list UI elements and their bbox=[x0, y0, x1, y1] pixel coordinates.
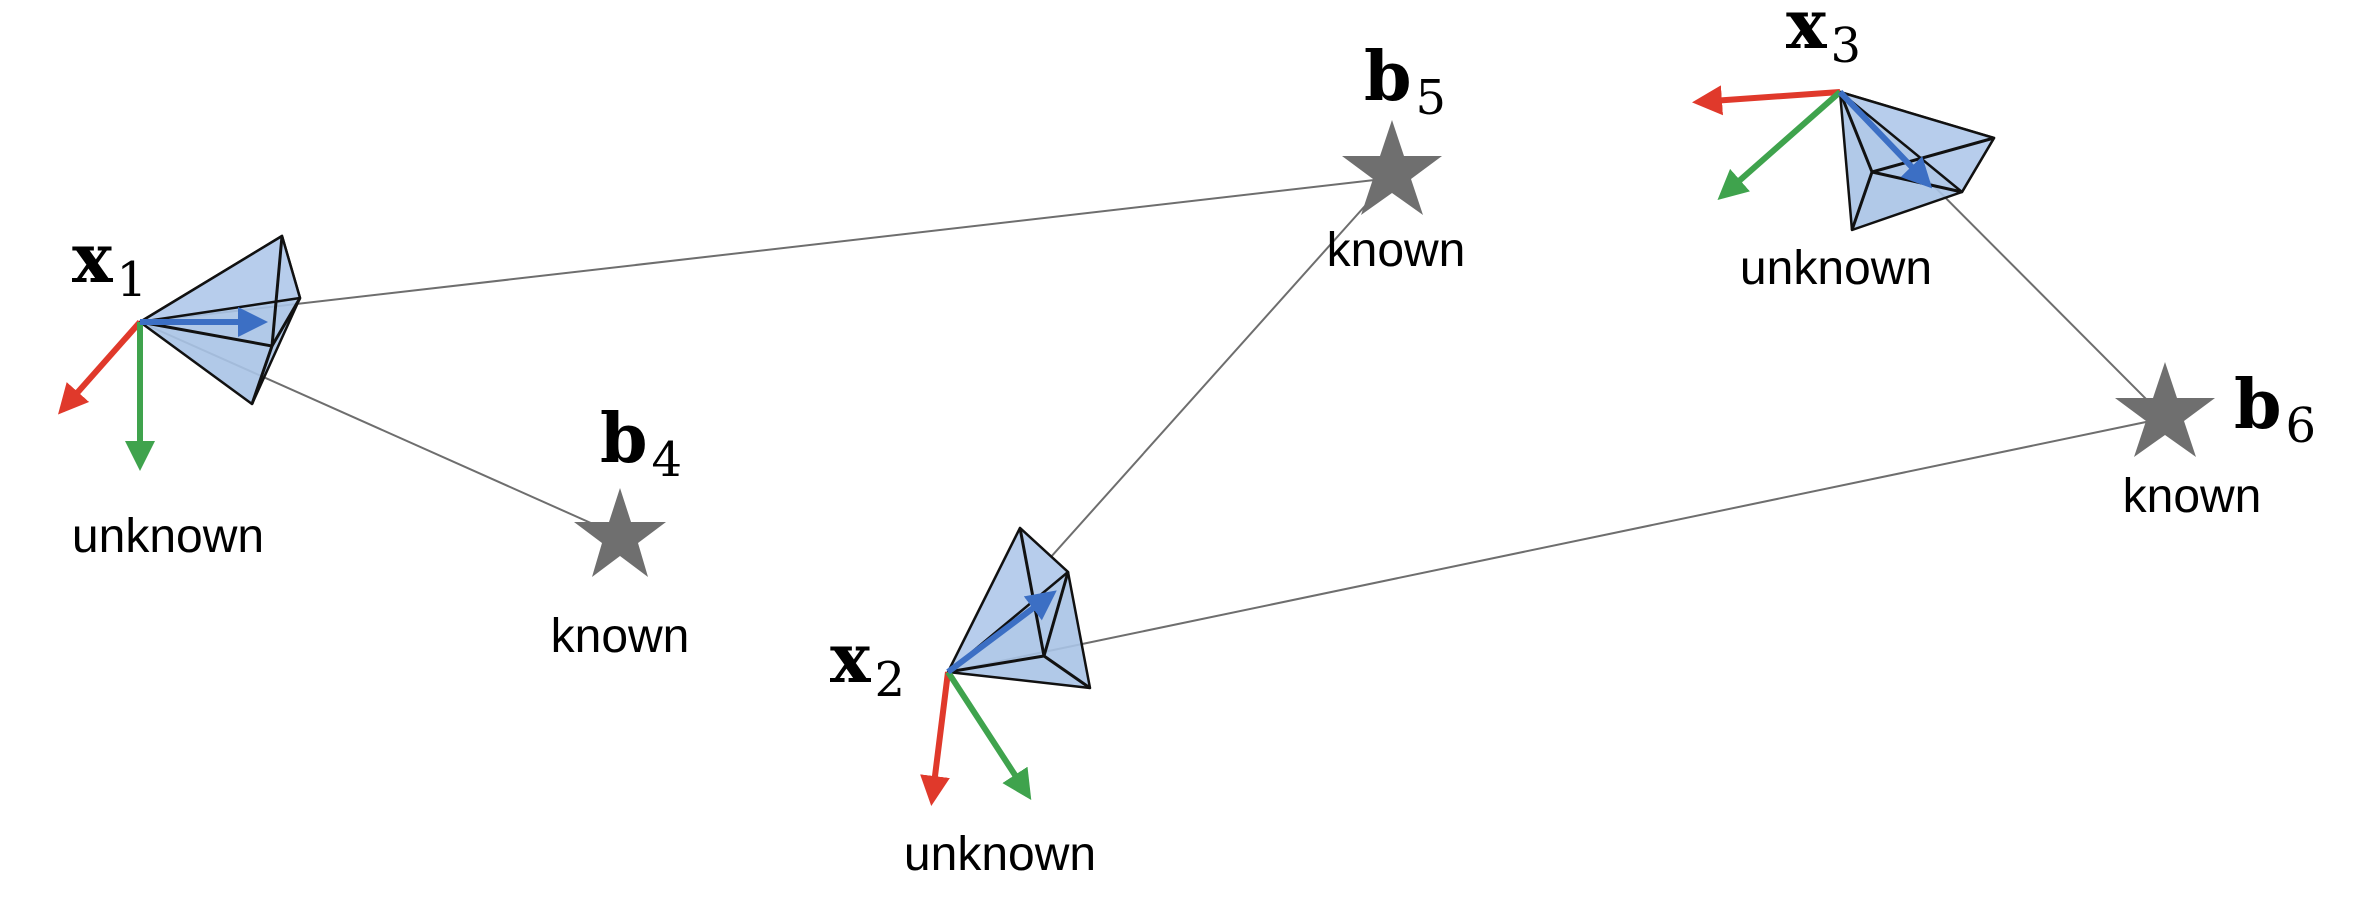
landmark-b5-status: known bbox=[1327, 224, 1466, 277]
camera-x2-status: unknown bbox=[904, 828, 1096, 881]
camera-x3-status: unknown bbox=[1740, 242, 1932, 295]
coordinate-axes-icon bbox=[58, 307, 268, 471]
landmark-b6-label: b6 bbox=[2234, 365, 2316, 454]
camera-x1-status: unknown bbox=[72, 510, 264, 563]
camera-x1: x1 unknown bbox=[58, 219, 302, 563]
landmark-b4-status: known bbox=[551, 610, 690, 663]
camera-x2-label: x2 bbox=[830, 619, 905, 708]
edge-x1-b5 bbox=[139, 177, 1393, 323]
landmark-b6: b6 known bbox=[2115, 362, 2316, 523]
coordinate-axes-icon bbox=[920, 590, 1057, 806]
landmark-b4: b4 known bbox=[551, 399, 690, 663]
camera-x3: x3 unknown bbox=[1692, 0, 1996, 295]
edge-x2-b6 bbox=[947, 417, 2166, 673]
star-icon bbox=[2115, 362, 2215, 457]
landmark-b5: b5 known bbox=[1327, 37, 1466, 277]
coordinate-axes-icon bbox=[1692, 85, 1933, 200]
star-icon bbox=[1342, 120, 1442, 215]
star-icon bbox=[574, 488, 666, 577]
camera-frustum-icon bbox=[946, 526, 1092, 690]
landmark-b5-label: b5 bbox=[1364, 37, 1446, 126]
camera-x2: x2 unknown bbox=[830, 526, 1096, 881]
camera-x1-label: x1 bbox=[72, 219, 147, 308]
landmark-b4-label: b4 bbox=[600, 399, 682, 488]
camera-x3-label: x3 bbox=[1786, 0, 1861, 74]
landmark-b6-status: known bbox=[2123, 470, 2262, 523]
